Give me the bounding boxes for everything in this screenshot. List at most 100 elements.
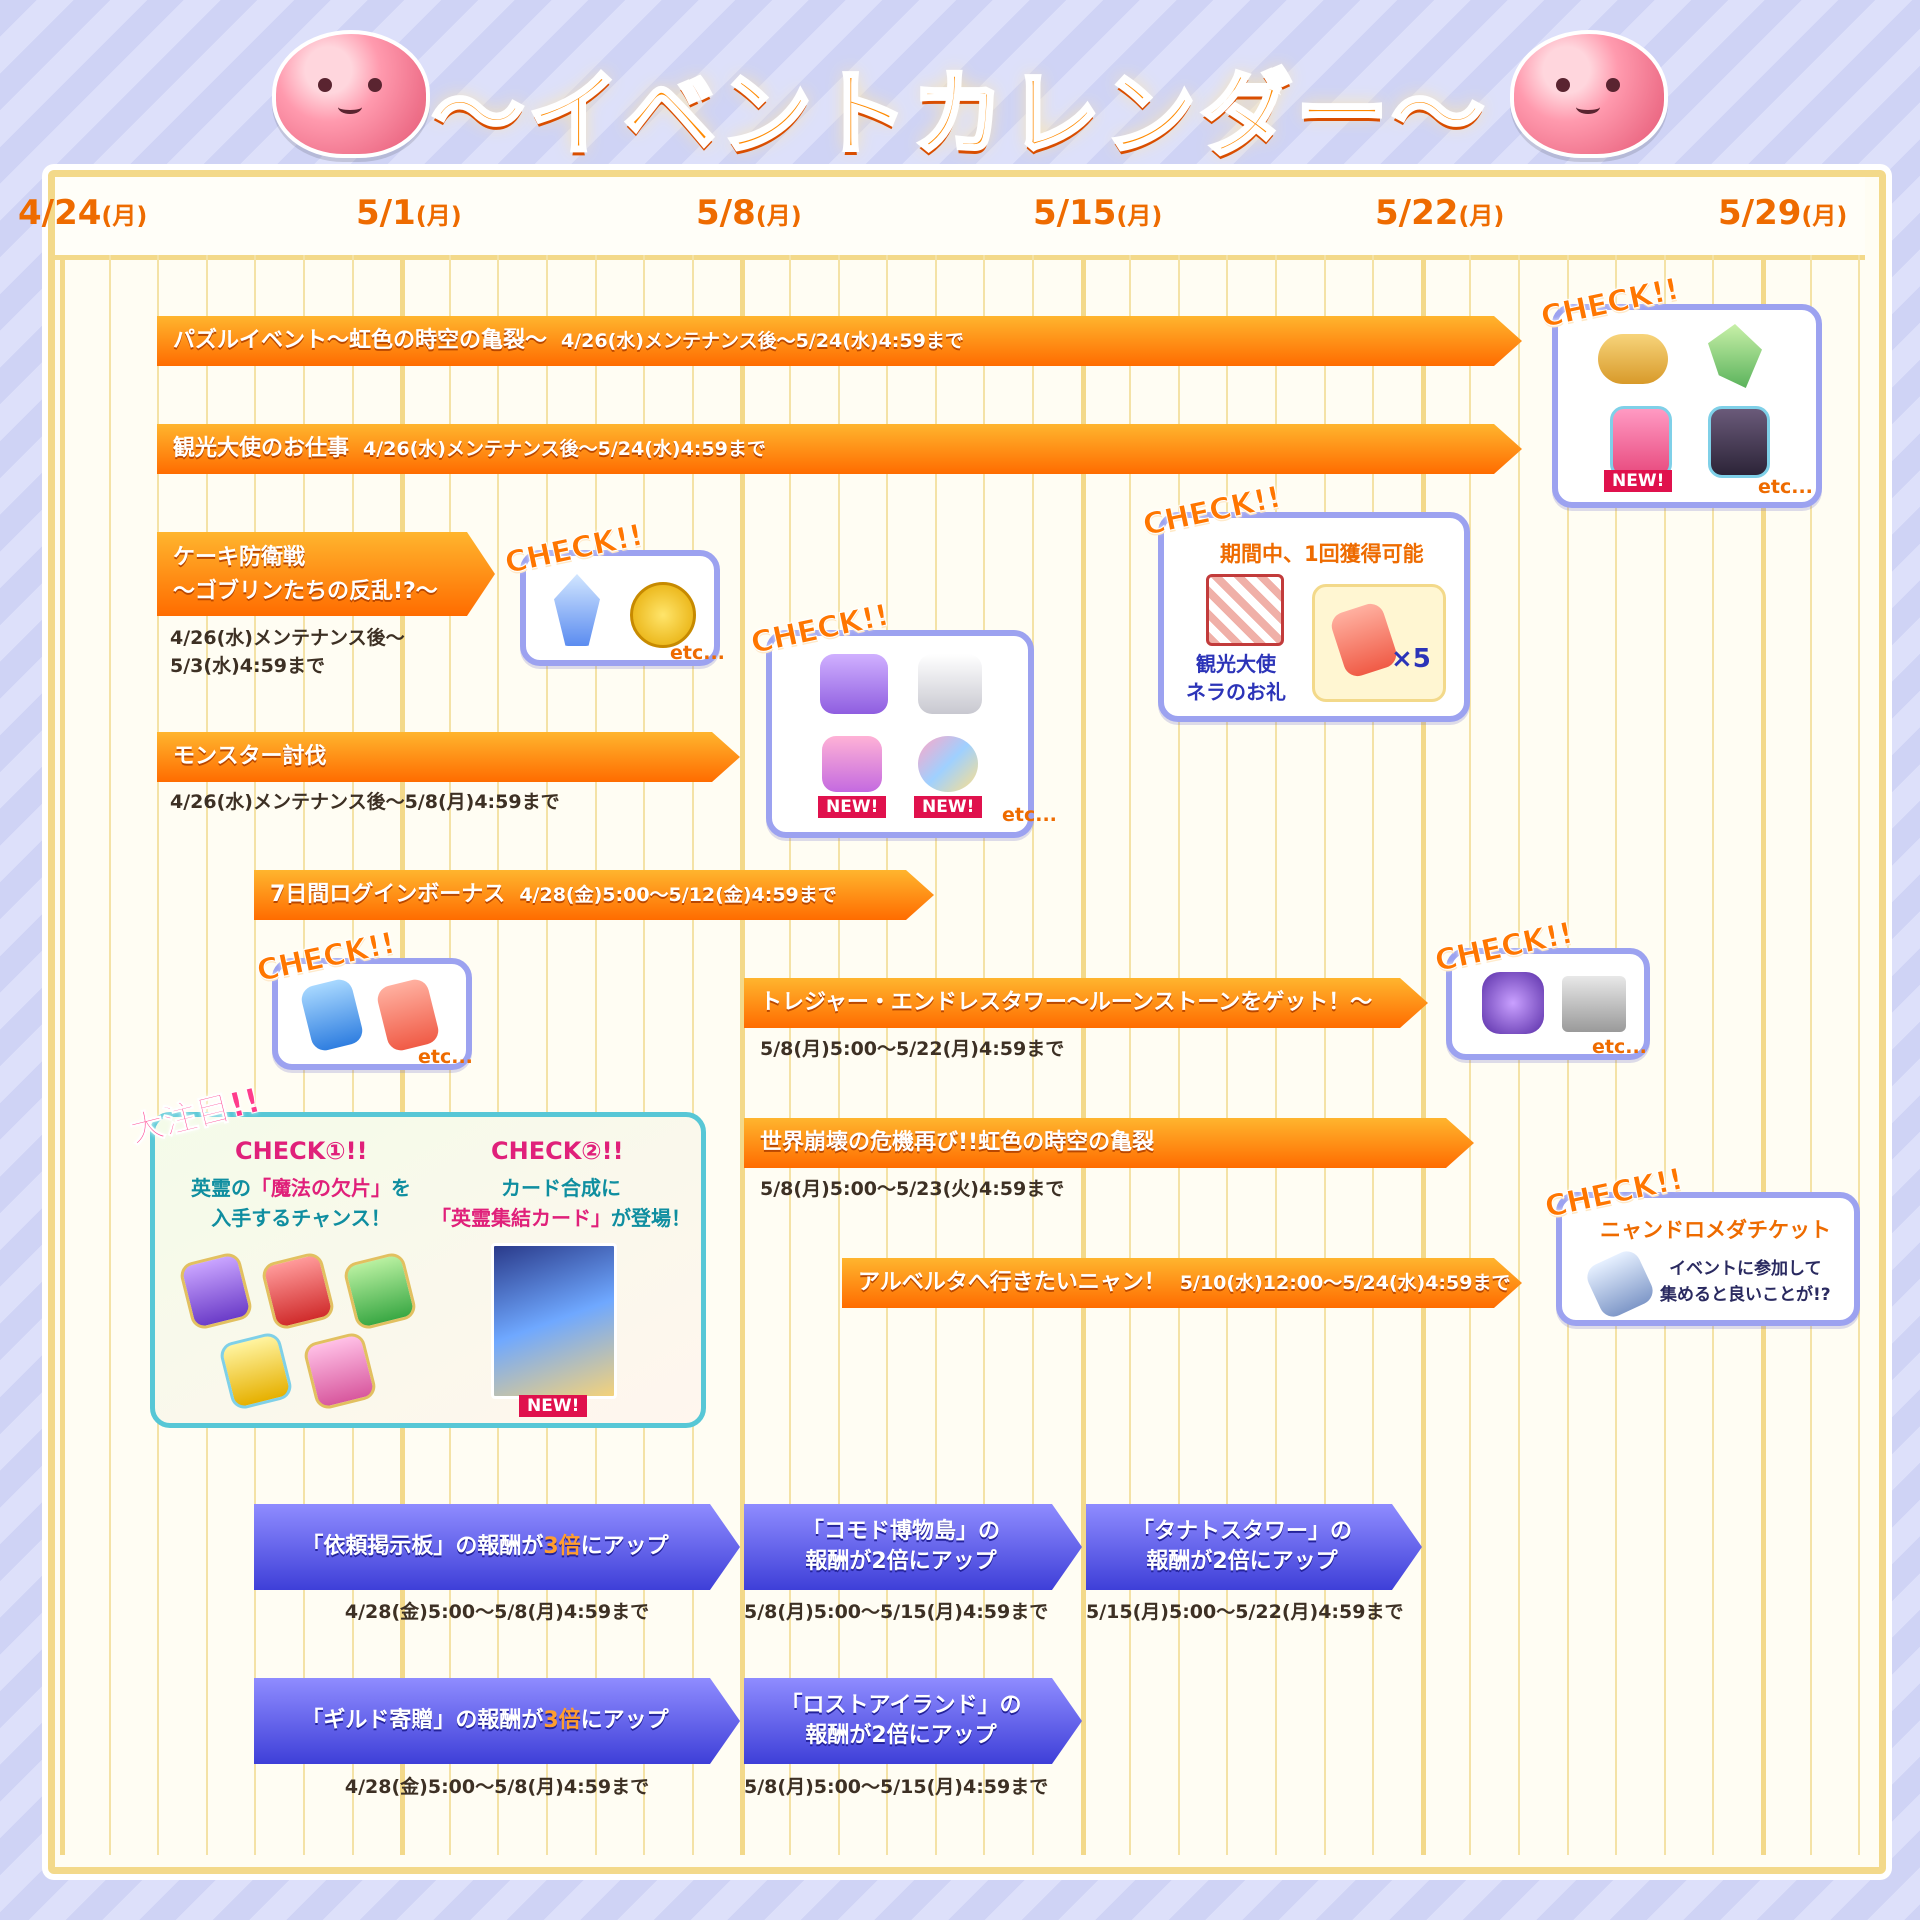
event-bar-world[interactable]: 世界崩壊の危機再び!!虹色の時空の亀裂 (744, 1118, 1474, 1168)
new-badge: NEW! (914, 796, 983, 818)
grid-line (1177, 255, 1180, 1855)
campaign-lost-bar[interactable]: 「ロストアイランド」の報酬が2倍にアップ (744, 1678, 1082, 1764)
campaign-comodo-period: 5/8(月)5:00～5/15(月)4:59まで (744, 1601, 1049, 1623)
callout-login: etc... (272, 958, 473, 1070)
date-label-0: 4/24(月) (18, 193, 148, 233)
etc-label: etc... (1002, 804, 1057, 826)
event-bar-alberta[interactable]: アルベルタへ行きたいニャン！5/10(水)12:00～5/24(水)4:59まで (842, 1258, 1522, 1308)
campaign-thanatos-bar[interactable]: 「タナトスタワー」の報酬が2倍にアップ (1086, 1504, 1422, 1590)
attention-check2: CHECK②!! (491, 1137, 624, 1165)
campaign-thanatos-period: 5/15(月)5:00～5/22(月)4:59まで (1086, 1601, 1404, 1623)
grid-line (740, 255, 746, 1855)
event-period-monster: 4/26(水)メンテナンス後～5/8(月)4:59まで (170, 791, 560, 813)
etc-label: etc... (1758, 476, 1813, 498)
event-bar-cake[interactable]: ケーキ防衛戦～ゴブリンたちの反乱!?～ (157, 532, 495, 616)
callout-treasure: etc... (1446, 948, 1650, 1060)
event-bar-treasure[interactable]: トレジャー・エンドレスタワー～ルーンストーンをゲット！～ (744, 978, 1428, 1028)
card-pink-icon (1610, 406, 1672, 478)
poring-left-icon (272, 30, 430, 158)
magic-shard-pink-icon (301, 1330, 379, 1412)
grid-line (1712, 255, 1715, 1855)
leaf-item-icon (1708, 324, 1762, 388)
ambassador-gift-text: 観光大使ネラのお礼 (1186, 652, 1286, 704)
grid-line (1372, 255, 1375, 1855)
grid-line (1275, 255, 1277, 1855)
grid-line (60, 255, 65, 1855)
etc-label: etc... (418, 1046, 473, 1068)
date-label-4: 5/22(月) (1375, 193, 1505, 233)
grid-line (594, 255, 597, 1855)
winged-slime-icon (918, 736, 978, 792)
rune-stone-icon (1482, 972, 1544, 1034)
stone-box-icon (1562, 976, 1626, 1032)
grid-line (1032, 255, 1034, 1855)
grid-line (1663, 255, 1666, 1855)
card-character-icon (1708, 406, 1770, 478)
callout-ambassador: 期間中、1回獲得可能 観光大使ネラのお礼 ×5 (1158, 512, 1470, 722)
hero-card-image (491, 1243, 617, 1399)
date-label-2: 5/8(月) (696, 193, 802, 233)
grid-line (1858, 255, 1861, 1855)
new-badge: NEW! (519, 1395, 588, 1417)
event-period-treasure: 5/8(月)5:00～5/22(月)4:59まで (760, 1038, 1065, 1060)
grid-line (157, 255, 160, 1855)
callout-alberta: ニャンドロメダチケット イベントに参加して集めると良いことが!? (1556, 1192, 1860, 1326)
campaign-lost-period: 5/8(月)5:00～5/15(月)4:59まで (744, 1776, 1049, 1798)
red-ticket-icon (1328, 600, 1400, 680)
calendar-header (55, 177, 1865, 260)
new-badge: NEW! (1604, 470, 1673, 492)
magic-shard-green-icon (341, 1250, 419, 1332)
magic-shard-red-icon (259, 1250, 337, 1332)
ambassador-once-text: 期間中、1回獲得可能 (1220, 542, 1424, 566)
nyan-ticket-desc: イベントに参加して集めると良いことが!? (1660, 1259, 1831, 1305)
campaign-guild-bar[interactable]: 「ギルド寄贈」の報酬が3倍にアップ (254, 1678, 740, 1764)
campaign-request-bar[interactable]: 「依頼掲示板」の報酬が3倍にアップ (254, 1504, 740, 1590)
poring-right-icon (1510, 30, 1668, 158)
grid-line (1226, 255, 1229, 1855)
grid-line (934, 255, 937, 1855)
grid-line (643, 255, 646, 1855)
date-label-3: 5/15(月) (1033, 193, 1163, 233)
grid-line (108, 255, 111, 1855)
grid-line (546, 255, 548, 1855)
grid-line (1323, 255, 1326, 1855)
gift-box-icon (1206, 574, 1284, 646)
red-ticket-icon (374, 976, 442, 1054)
new-badge: NEW! (818, 796, 887, 818)
puzzle-piece-icon (820, 654, 888, 714)
nyan-ticket-icon (1582, 1246, 1658, 1322)
nyan-ticket-title: ニャンドロメダチケット (1600, 1218, 1831, 1242)
callout-puzzle: NEW! etc... (1552, 304, 1822, 508)
ticket-count: ×5 (1391, 644, 1431, 674)
callout-monster: NEW! NEW! etc... (766, 630, 1057, 838)
grid-line (837, 255, 840, 1855)
grid-line (1761, 255, 1766, 1855)
date-label-1: 5/1(月) (356, 193, 462, 233)
event-bar-monster[interactable]: モンスター討伐 (157, 732, 740, 782)
ticket-box: ×5 (1312, 584, 1446, 702)
date-label-5: 5/29(月) (1718, 193, 1848, 233)
campaign-guild-period: 4/28(金)5:00～5/8(月)4:59まで (344, 1776, 650, 1798)
page-title: ～イベントカレンダー～ (430, 59, 1488, 170)
grid-line (691, 255, 694, 1855)
grid-line (1420, 255, 1426, 1855)
attention-check1: CHECK①!! (235, 1137, 368, 1165)
grid-line (1080, 255, 1086, 1855)
grid-line (789, 255, 791, 1855)
coin-icon (630, 582, 696, 648)
crystal-icon (554, 574, 600, 646)
campaign-comodo-bar[interactable]: 「コモド博物島」の報酬が2倍にアップ (744, 1504, 1082, 1590)
magic-shard-purple-icon (177, 1250, 255, 1332)
grid-line (205, 255, 208, 1855)
event-period-world: 5/8(月)5:00～5/23(火)4:59まで (760, 1178, 1065, 1200)
grid-line (1809, 255, 1812, 1855)
grid-line (254, 255, 257, 1855)
event-bar-puzzle[interactable]: パズルイベント～虹色の時空の亀裂～4/26(水)メンテナンス後～5/24(水)4… (157, 316, 1522, 366)
etc-label: etc... (1592, 1036, 1647, 1058)
attention-box: CHECK①!! 英霊の「魔法の欠片」を 入手するチャンス！ CHECK②!! … (150, 1112, 706, 1428)
campaign-request-period: 4/28(金)5:00～5/8(月)4:59まで (344, 1601, 650, 1623)
blue-ticket-icon (298, 976, 366, 1054)
attention-check1-desc: 英霊の「魔法の欠片」を 入手するチャンス！ (191, 1176, 411, 1230)
